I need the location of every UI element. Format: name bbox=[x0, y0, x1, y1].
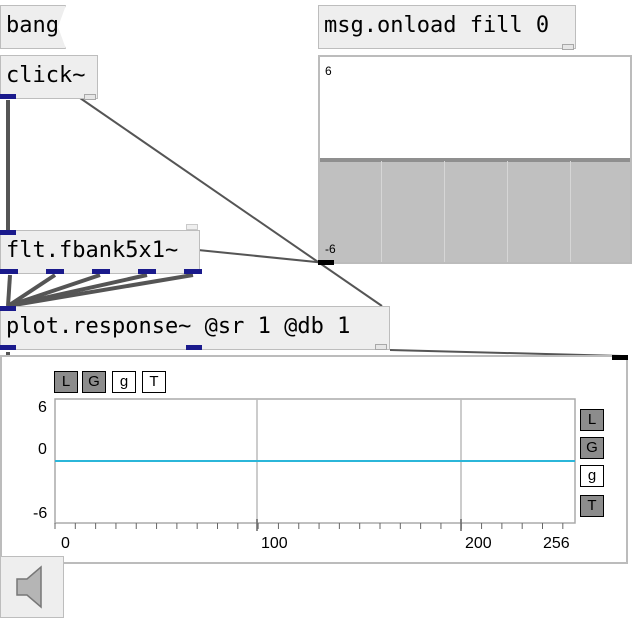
fbank-outlet-5 bbox=[184, 269, 202, 274]
bang-object[interactable]: bang bbox=[0, 5, 66, 49]
cord-fbank-array bbox=[197, 249, 327, 264]
speaker-dac-object[interactable] bbox=[0, 556, 64, 618]
array-inlet bbox=[318, 260, 334, 265]
cord-fbank-5 bbox=[7, 273, 194, 308]
click-resize-handle[interactable] bbox=[84, 94, 96, 100]
msg-onload-object[interactable]: msg.onload fill 0 bbox=[318, 5, 576, 49]
side-btn-g[interactable]: g bbox=[580, 465, 604, 487]
cord-click-plot bbox=[79, 97, 383, 307]
top-btn-G[interactable]: G bbox=[82, 371, 106, 393]
y-label-mid: 0 bbox=[38, 441, 47, 458]
fbank-object[interactable]: flt.fbank5x1~ bbox=[0, 230, 200, 274]
plot-box-inlet bbox=[612, 355, 628, 360]
plot-response-object[interactable]: plot.response~ @sr 1 @db 1 bbox=[0, 306, 390, 350]
cord-fbank-1 bbox=[6, 274, 12, 307]
x-label-100: 100 bbox=[261, 535, 288, 552]
top-btn-L[interactable]: L bbox=[54, 371, 78, 393]
array-grid bbox=[381, 161, 382, 262]
plot-response-display[interactable]: L G g T L G g T 6 0 -6 0 100 200 256 bbox=[0, 355, 628, 564]
array-grid bbox=[570, 161, 571, 262]
fbank-outlet-3 bbox=[92, 269, 110, 274]
click-object[interactable]: click~ bbox=[0, 55, 98, 99]
fbank-inlet bbox=[0, 230, 16, 235]
array-ymin-label: -6 bbox=[325, 242, 336, 256]
plot-response-inlet bbox=[0, 306, 16, 311]
x-label-256: 256 bbox=[543, 535, 570, 552]
fbank-outlet-4 bbox=[138, 269, 156, 274]
array-grid bbox=[507, 161, 508, 262]
speaker-icon bbox=[16, 565, 42, 609]
x-label-0: 0 bbox=[61, 535, 70, 552]
fbank-outlet-1 bbox=[0, 269, 18, 274]
side-btn-L[interactable]: L bbox=[580, 409, 604, 431]
click-outlet bbox=[0, 94, 16, 99]
top-btn-g[interactable]: g bbox=[112, 371, 136, 393]
side-btn-G[interactable]: G bbox=[580, 437, 604, 459]
plot-response-resize-handle[interactable] bbox=[375, 344, 387, 350]
x-label-200: 200 bbox=[465, 535, 492, 552]
array-value-line bbox=[320, 158, 630, 162]
plot-response-outlet-1 bbox=[0, 345, 16, 350]
y-label-top: 6 bbox=[38, 399, 47, 416]
plot-response-outlet-2 bbox=[186, 345, 202, 350]
top-btn-T[interactable]: T bbox=[142, 371, 166, 393]
cord-fbank-2 bbox=[6, 273, 57, 308]
y-label-bottom: -6 bbox=[33, 505, 48, 522]
side-btn-T[interactable]: T bbox=[580, 495, 604, 517]
array-ymax-label: 6 bbox=[325, 64, 332, 78]
msg-resize-handle[interactable] bbox=[562, 44, 574, 50]
fbank-outlet-2 bbox=[46, 269, 64, 274]
array-fill bbox=[320, 159, 630, 262]
array-grid bbox=[444, 161, 445, 262]
plot-canvas bbox=[54, 398, 576, 531]
x-ticks bbox=[54, 523, 564, 529]
array-display[interactable]: 6 -6 bbox=[318, 55, 632, 264]
fbank-resize-handle[interactable] bbox=[186, 224, 198, 230]
